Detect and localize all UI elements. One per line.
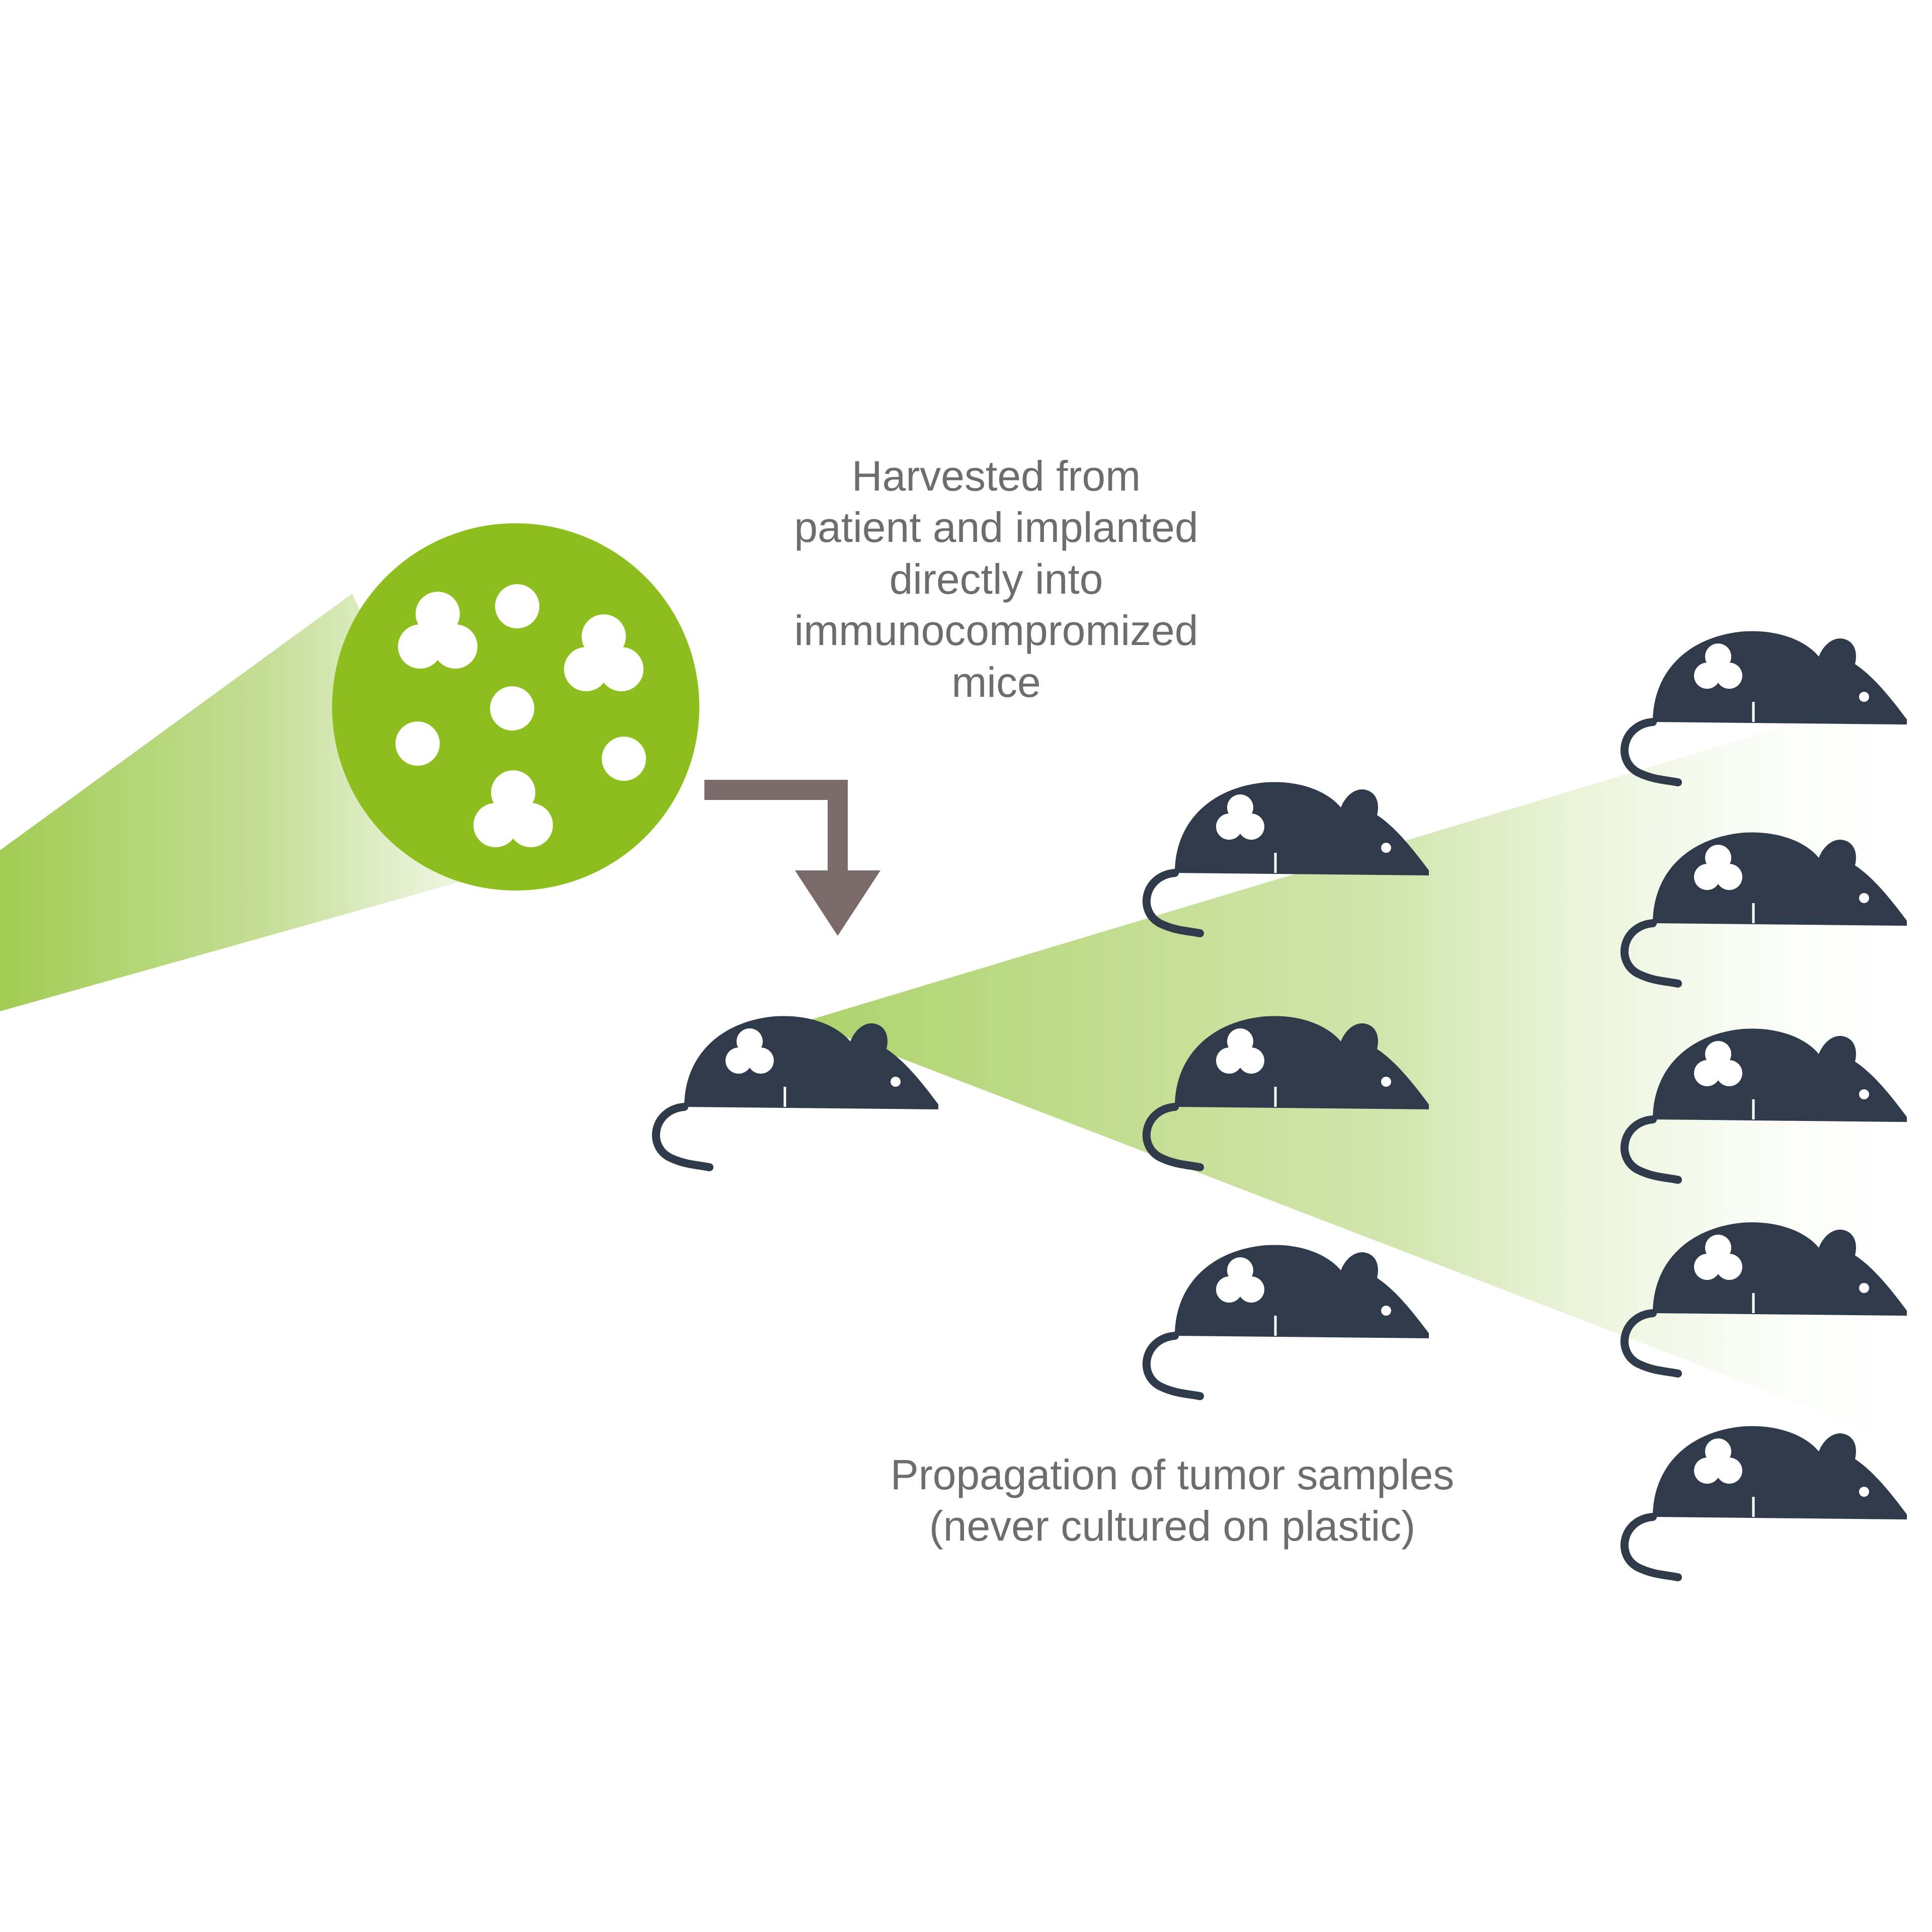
mouse-icon — [1147, 1245, 1429, 1396]
harvest-caption-line: Harvested from — [851, 452, 1141, 500]
propagation-caption-line: Propagation of tumor samples — [890, 1451, 1455, 1498]
bent-arrow-down-icon — [704, 780, 880, 936]
harvest-caption-line: directly into — [889, 555, 1103, 603]
harvest-caption-line: mice — [951, 658, 1041, 706]
harvest-caption-line: immunocompromized — [794, 607, 1198, 655]
tumor-sample-icon — [332, 523, 699, 891]
harvest-caption-line: patient and implanted — [794, 504, 1198, 551]
propagation-caption: Propagation of tumor samples (never cult… — [785, 1449, 1560, 1552]
propagation-caption-line: (never cultured on plastic) — [929, 1502, 1416, 1550]
mouse-icon — [1625, 1426, 1907, 1577]
harvest-caption: Harvested from patient and implanted dir… — [714, 450, 1278, 708]
